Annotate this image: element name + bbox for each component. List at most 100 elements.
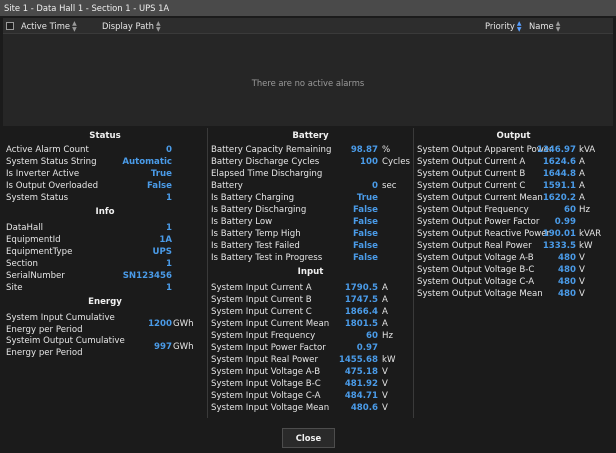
column-priority-label: Priority	[485, 21, 515, 31]
property-value: 98.87	[350, 145, 378, 155]
info-row: Section 1	[3, 258, 207, 270]
property-unit: V	[579, 253, 585, 263]
property-unit: A	[579, 157, 585, 167]
empty-alarms-message: There are no active alarms	[251, 78, 365, 88]
property-unit: %	[382, 145, 391, 155]
property-value: 1866.4	[344, 307, 378, 317]
property-unit: Hz	[579, 205, 590, 215]
property-value: 1747.5	[344, 295, 378, 305]
property-value: 1644.8	[542, 169, 576, 179]
column-priority[interactable]: Priority▲▼	[485, 18, 521, 34]
property-unit: V	[382, 379, 388, 389]
property-value: 475.18	[344, 367, 378, 377]
property-unit: sec	[382, 181, 397, 191]
sort-icon: ▲▼	[155, 19, 161, 33]
property-label: System Output Real Power	[417, 241, 532, 251]
column-name[interactable]: Name▲▼	[529, 18, 560, 34]
property-unit: A	[382, 319, 388, 329]
property-value: True	[356, 193, 378, 203]
property-label: Energy per Period	[6, 348, 83, 358]
property-label: EquipmentId	[6, 235, 61, 245]
property-label: Battery	[211, 181, 243, 191]
property-value: 1790.5	[344, 283, 378, 293]
energy-row-label-1: Systeim Output Cumulative	[3, 335, 207, 347]
property-value: 480.6	[350, 403, 378, 413]
property-value: 0.97	[356, 343, 378, 353]
property-value: 60	[564, 205, 576, 215]
sort-icon: ▲▼	[72, 19, 77, 33]
battery-row: Battery 0 sec	[208, 180, 413, 192]
property-value: 480	[558, 277, 576, 287]
property-label: Is Battery Low	[211, 217, 273, 227]
property-unit: A	[382, 307, 388, 317]
battery-section-title: Battery	[292, 131, 329, 141]
property-value: 481.92	[344, 379, 378, 389]
property-label: System Output Voltage Mean	[417, 289, 543, 299]
input-row: System Input Voltage B-C 481.92 V	[208, 378, 413, 390]
close-button[interactable]: Close	[282, 428, 335, 448]
property-unit: V	[579, 265, 585, 275]
property-value: 1801.5	[344, 319, 378, 329]
property-value: 480	[558, 253, 576, 263]
property-value: 1	[166, 283, 172, 293]
property-value: False	[352, 253, 378, 263]
property-label: System Input Voltage Mean	[211, 403, 330, 413]
property-label: System Input Voltage B-C	[211, 379, 321, 389]
property-label: System Output Current A	[417, 157, 526, 167]
property-label: System Input Voltage C-A	[211, 391, 321, 401]
column-active-time[interactable]: Active Time▲▼	[21, 18, 77, 34]
property-label: SerialNumber	[6, 271, 65, 281]
property-value: 0	[372, 181, 378, 191]
column-display-path[interactable]: Display Path▲▼	[102, 18, 161, 34]
property-value: 0	[166, 145, 172, 155]
select-all-checkbox[interactable]	[6, 22, 14, 30]
property-label: Energy per Period	[6, 325, 83, 335]
property-value: 1	[166, 259, 172, 269]
property-value: 1346.97	[536, 145, 576, 155]
property-value: 60	[366, 331, 378, 341]
property-label: Section	[6, 259, 38, 269]
property-value: False	[146, 181, 172, 191]
property-label: Systeim Output Cumulative	[6, 336, 125, 346]
sort-icon: ▲▼	[516, 19, 522, 33]
property-value: 1620.2	[542, 193, 576, 203]
property-value: 1	[166, 193, 172, 203]
property-value: 1455.68	[338, 355, 378, 365]
property-label: System Input Cumulative	[6, 313, 115, 323]
property-label: Is Battery Test Failed	[211, 241, 300, 251]
property-label: System Output Current B	[417, 169, 526, 179]
input-row: System Input Current C 1866.4 A	[208, 306, 413, 318]
property-label: Site	[6, 283, 23, 293]
property-unit: V	[579, 289, 585, 299]
property-label: System Output Voltage C-A	[417, 277, 535, 287]
property-label: System Input Current C	[211, 307, 312, 317]
property-label: System Input Voltage A-B	[211, 367, 321, 377]
alarm-table: Active Time▲▼ Display Path▲▼ Priority▲▼ …	[3, 18, 613, 126]
